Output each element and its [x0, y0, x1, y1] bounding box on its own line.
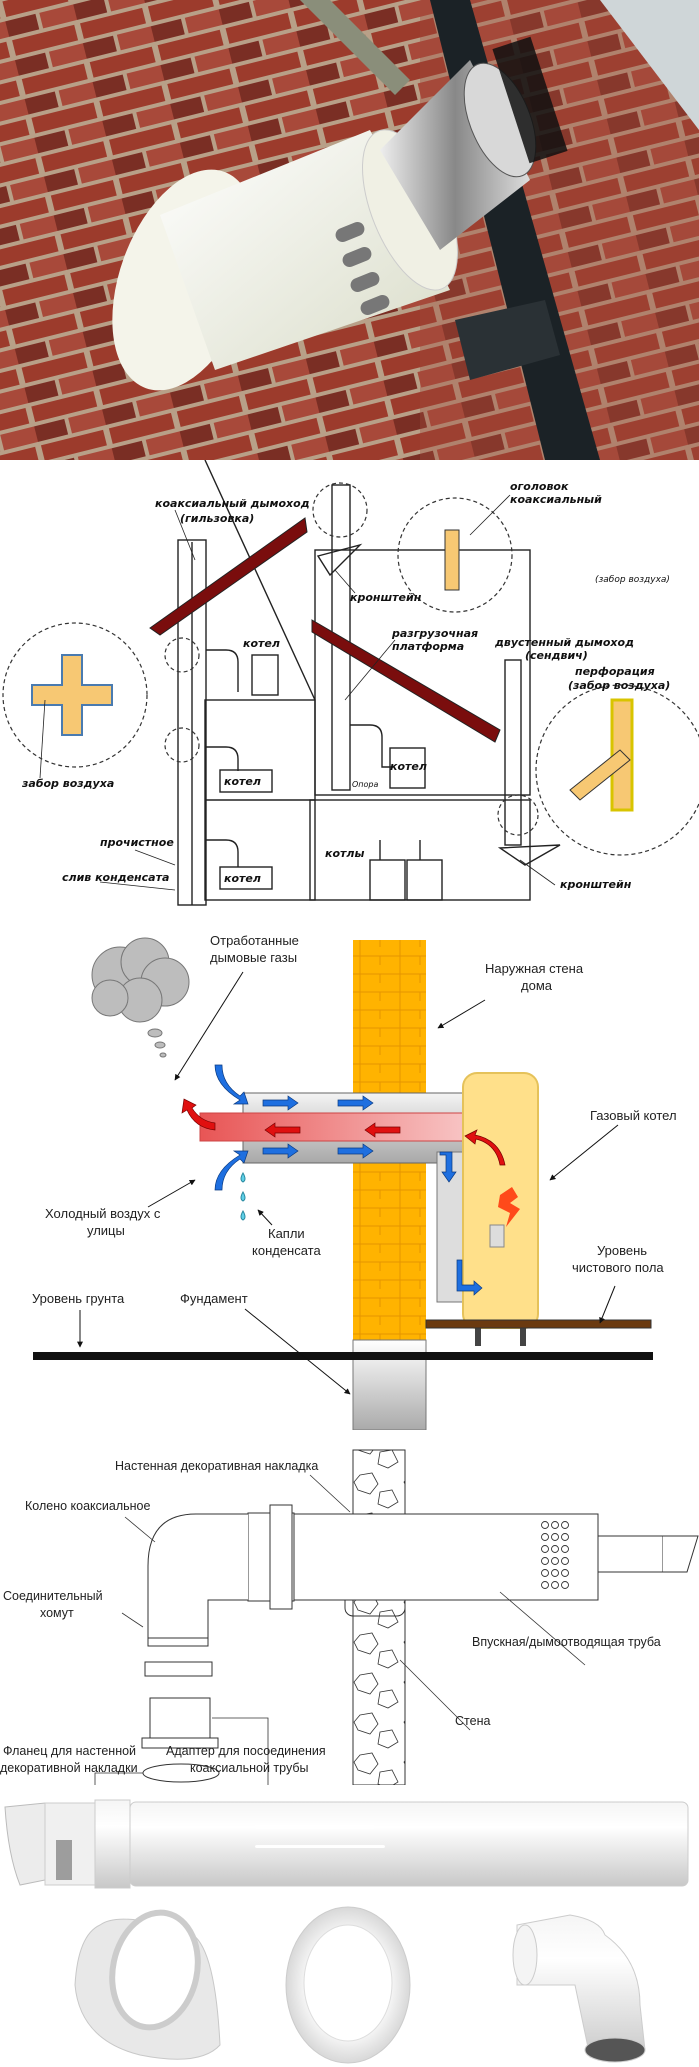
label-coaxial-cap: оголовок [510, 480, 569, 493]
label-support: Опора [352, 780, 379, 789]
label-unload-platform: разгрузочная [391, 627, 478, 640]
label-pipe: Впускная/дымоотводящая труба [472, 1635, 661, 1649]
chimney-scheme: коаксиальный дымоход (гильзовка) оголово… [2, 460, 699, 906]
coaxial-flow-panel: Отработанные дымовые газы Наружная стена… [0, 920, 699, 1430]
assembly-drawing-panel: Настенная декоративная накладка Колено к… [0, 1430, 699, 1785]
boiler-box [219, 866, 273, 890]
label-bracket-bottom: кронштейн [560, 878, 632, 891]
label-condensate: Капли [268, 1226, 305, 1241]
label-boilers: котлы [325, 847, 364, 860]
label-exhaust-sub: дымовые газы [210, 950, 297, 965]
label-floor-level-sub: чистового пола [572, 1260, 664, 1275]
perforation-holes [541, 1521, 569, 1589]
label-double-wall-sub: (сендвич) [525, 649, 588, 662]
label-wall: Стена [455, 1714, 490, 1728]
cap-detail [444, 529, 460, 591]
boiler-box [406, 859, 443, 901]
intake-exhaust-pipe [247, 1513, 599, 1601]
label-unload-platform-sub: платформа [392, 640, 464, 653]
label-double-wall: двустенный дымоход [494, 636, 634, 649]
sandwich-chimney [504, 659, 522, 846]
chimney-scheme-panel: коаксиальный дымоход (гильзовка) оголово… [0, 460, 699, 920]
label-adapter: Адаптер для посоединения [166, 1744, 326, 1758]
ground-line [33, 1352, 653, 1360]
label-cleanout: прочистное [100, 836, 174, 849]
wall-section [352, 1449, 406, 1785]
bracket-bottom [497, 844, 561, 866]
label-flange-sub: декоративной накладки [0, 1761, 138, 1775]
finished-floor [425, 1319, 652, 1329]
detail-circle-tee [2, 622, 148, 768]
coaxial-terminal-photo [0, 0, 699, 460]
label-boiler: котел [243, 637, 280, 650]
label-outer-wall: Наружная стена [485, 961, 584, 976]
label-ground-level: Уровень грунта [32, 1291, 125, 1306]
inner-flue-pipe [199, 1112, 476, 1142]
label-air-intake: забор воздуха [21, 777, 114, 790]
label-air-intake-note: (забор воздуха) [595, 575, 670, 585]
roof-left [149, 517, 308, 636]
label-clamp-sub: хомут [40, 1606, 74, 1620]
house-mid [314, 549, 531, 796]
label-cold-air-sub: улицы [87, 1223, 125, 1238]
smoke-cloud-icon [91, 937, 190, 1058]
gas-pipe [300, 0, 410, 95]
label-perforation-sub: (забор воздуха) [568, 679, 670, 692]
label-clamp: Соединительный [3, 1589, 103, 1603]
boiler-box [219, 769, 273, 793]
bracket-top [316, 543, 363, 577]
flue-flow-arrows [181, 1098, 506, 1166]
condensate-drops [240, 1171, 246, 1221]
label-boiler: котел [224, 775, 261, 788]
parts-photo [4, 1799, 689, 2064]
coaxial-elbow-part [512, 1914, 646, 2063]
detail-circle-cap [397, 497, 513, 613]
label-floor-level: Уровень [597, 1243, 647, 1258]
assembly-drawing: Настенная декоративная накладка Колено к… [0, 1449, 699, 1785]
air-flow-arrows [214, 1064, 483, 1296]
label-coaxial-chimney: коаксиальный дымоход [155, 497, 310, 510]
pipe-ring [269, 1504, 293, 1610]
wall-cover-conical-part [74, 1909, 221, 2060]
label-adapter-sub: коаксиальной трубы [190, 1761, 309, 1775]
label-bracket-top: кронштейн [350, 591, 422, 604]
label-coaxial-chimney-sub: (гильзовка) [180, 512, 254, 525]
coaxial-flow-diagram: Отработанные дымовые газы Наружная стена… [32, 933, 677, 1430]
window [600, 0, 699, 130]
label-boiler: котел [224, 872, 261, 885]
coaxial-elbow [147, 1513, 248, 1645]
label-coaxial-cap-sub: коаксиальный [510, 493, 602, 506]
label-foundation: Фундамент [180, 1291, 248, 1306]
adapter [149, 1697, 211, 1739]
boiler-box [389, 747, 426, 789]
label-gas-boiler: Газовый котел [590, 1108, 677, 1123]
label-wall-plate: Настенная декоративная накладка [115, 1459, 318, 1473]
parts-photo-panel [0, 1785, 699, 2067]
detail-circle-perforation [535, 684, 699, 856]
label-flange: Фланец для настенной [3, 1744, 136, 1758]
coaxial-pipe-part [4, 1799, 689, 1889]
pipe-bracket [455, 300, 560, 380]
roof-right [311, 619, 501, 743]
tee-detail [31, 654, 113, 736]
outlet-pipe [597, 1535, 664, 1573]
label-elbow: Колено коаксиальное [25, 1499, 150, 1513]
wall-ring-part [285, 1906, 411, 2064]
flame-icon [498, 1187, 520, 1227]
boiler-box [251, 654, 279, 696]
label-cold-air: Холодный воздух с [45, 1206, 161, 1221]
label-boiler: котел [390, 760, 427, 773]
clamp [144, 1661, 213, 1677]
photo-panel [0, 0, 699, 460]
label-outer-wall-sub: дома [521, 978, 553, 993]
label-condensate-sub: конденсата [252, 1243, 321, 1258]
air-vents [335, 222, 390, 315]
label-condensate-drain: слив конденсата [62, 871, 169, 884]
label-perforation: перфорация [575, 665, 655, 678]
label-exhaust: Отработанные [210, 933, 299, 948]
boiler-box [369, 859, 406, 901]
